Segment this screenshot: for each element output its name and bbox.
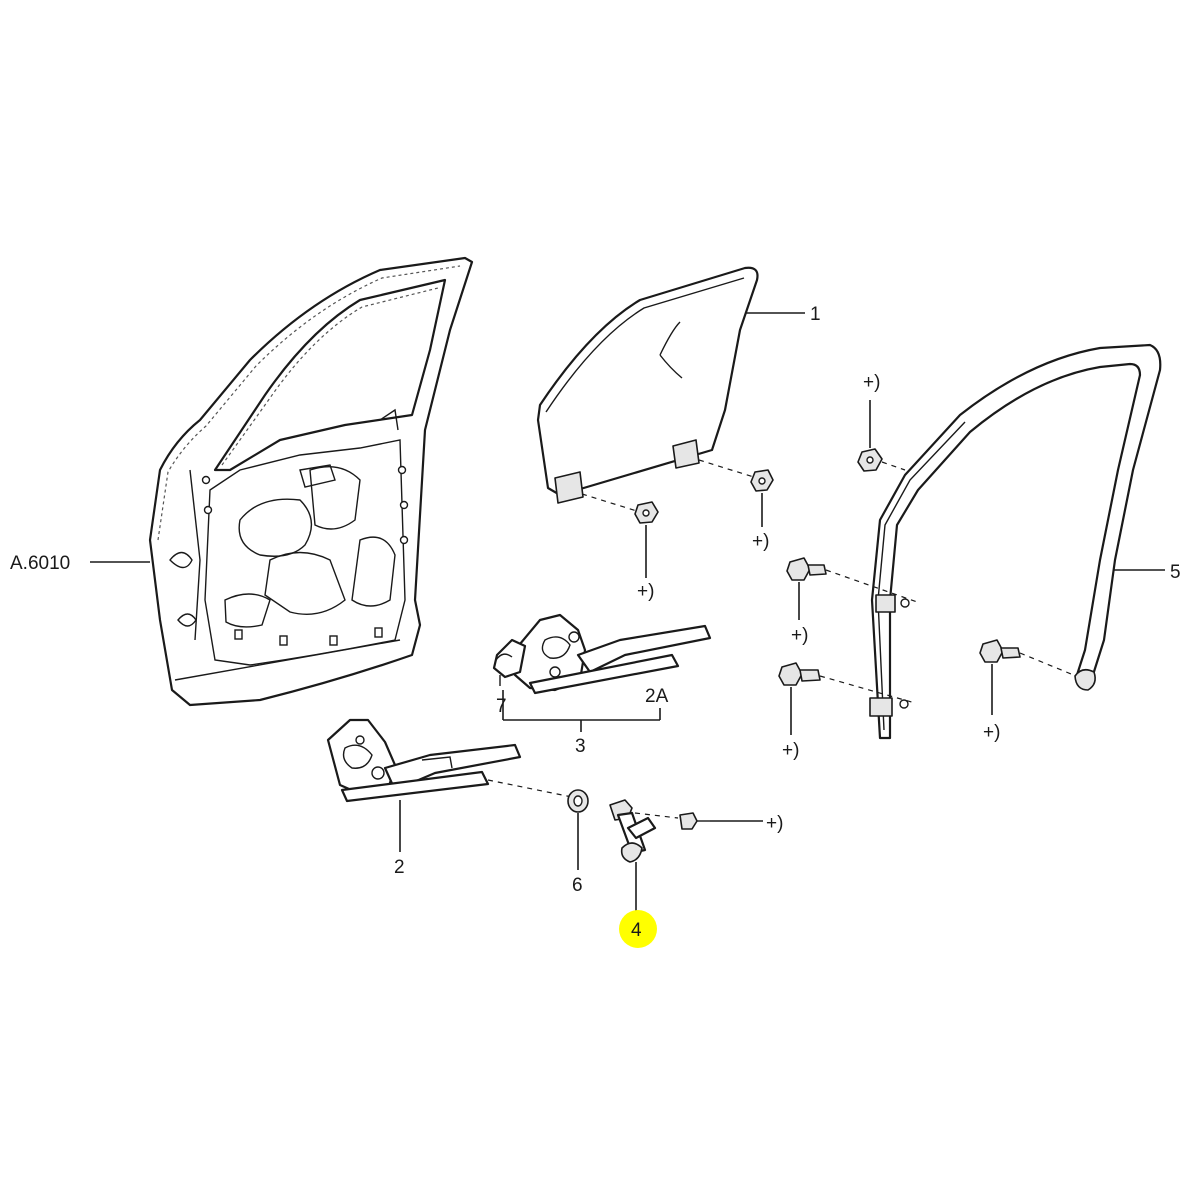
manual-window-regulator (326, 718, 573, 803)
door-shell (148, 256, 474, 707)
label-crank-handle: 4 (631, 920, 642, 941)
channel-bolt-3 (979, 639, 1077, 677)
fastener-label-6: +) (983, 722, 1000, 743)
glass-nut-1 (634, 501, 659, 524)
glass-run-channel (869, 343, 1162, 740)
window-crank-handle (609, 799, 679, 863)
label-glass: 1 (810, 304, 821, 325)
label-regulator-arm: 2A (645, 686, 669, 707)
channel-bolt-1 (786, 557, 921, 604)
fastener-label-2: +) (752, 531, 769, 552)
label-run-channel: 5 (1170, 562, 1181, 583)
label-regulator-kit: 3 (575, 736, 586, 757)
fastener-label-5: +) (782, 740, 799, 761)
fastener-label-3: +) (863, 372, 880, 393)
glass-nut-2 (750, 469, 774, 492)
power-window-regulator (492, 613, 712, 695)
label-bushing: 6 (572, 875, 583, 896)
highlight-crank-handle (619, 910, 657, 948)
label-manual-regulator: 2 (394, 857, 405, 878)
door-glass (536, 266, 759, 504)
regulator-bushing (567, 789, 589, 813)
fastener-label-4: +) (791, 625, 808, 646)
channel-top-nut (857, 448, 906, 472)
channel-bolt-2 (778, 662, 916, 704)
fastener-label-1: +) (637, 581, 654, 602)
crank-screw (679, 812, 710, 830)
label-motor: 7 (496, 696, 507, 717)
fastener-label-7: +) (766, 813, 783, 834)
label-door-shell: A.6010 (10, 553, 70, 574)
